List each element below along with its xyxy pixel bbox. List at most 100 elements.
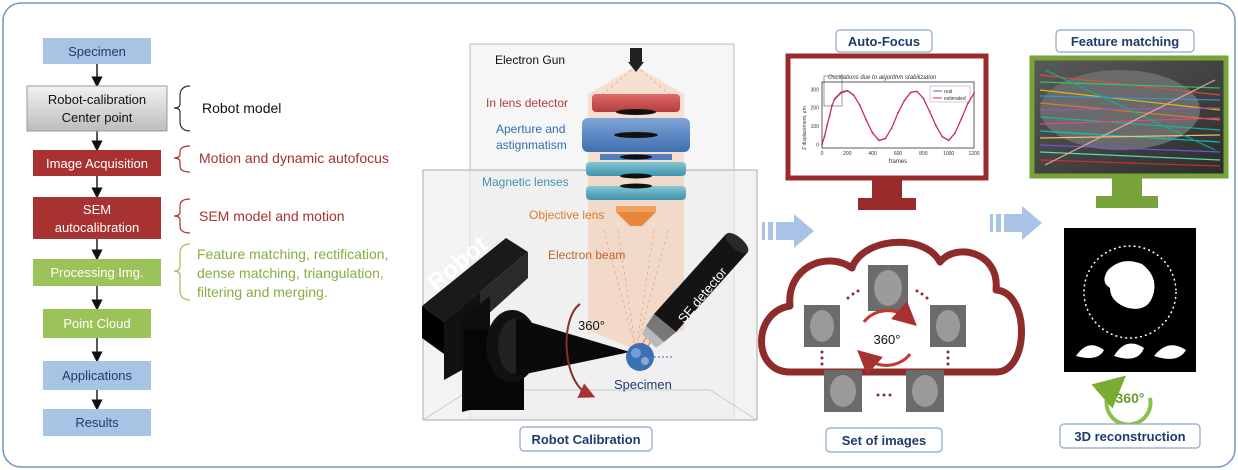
chart-ytick: 300 [811, 87, 820, 93]
annotation-sem-model: SEM model and motion [199, 208, 345, 224]
chart-ytick: 100 [811, 124, 820, 130]
set-of-images-caption: Set of images [842, 433, 927, 448]
feature-matching-title-box [1055, 29, 1195, 53]
rotation-arrow-icon [565, 303, 596, 398]
brace-motion [173, 145, 191, 173]
series-point-estimated [831, 104, 834, 106]
series-point-estimated [884, 137, 887, 140]
label-magnetic-lenses: Magnetic lenses [482, 175, 569, 189]
series-point-estimated [840, 92, 842, 94]
autofocus-title: Auto-Focus [848, 34, 920, 49]
feature-matching-stand [1096, 196, 1158, 208]
label-aperture-line1: Aperture and [496, 122, 565, 136]
flow-step-processing: Processing Img. [50, 265, 143, 280]
chart-xtick: 800 [919, 151, 928, 157]
series-point-estimated [823, 135, 826, 137]
series-point-estimated [903, 99, 906, 102]
annotation-processing-line2: dense matching, triangulation, [197, 265, 384, 281]
flow-step-results: Results [75, 415, 119, 430]
series-point-estimated [947, 139, 950, 142]
robot-calibration-caption: Robot Calibration [531, 432, 640, 447]
sem-image-thumbnails [804, 265, 966, 412]
annotation-motion: Motion and dynamic autofocus [199, 150, 389, 166]
se-detector-icon [637, 232, 749, 355]
flow-step-applications: Applications [62, 368, 133, 383]
magnetic-lens-upper-icon [586, 162, 686, 176]
chart-xtick: 1000 [943, 151, 954, 157]
chart-yticks: 0 100 200 300 [811, 87, 820, 148]
series-point-estimated [954, 132, 956, 134]
series-point-estimated [935, 124, 937, 127]
autofocus-title-box [835, 29, 933, 53]
series-point-estimated [928, 110, 931, 113]
flow-box-specimen [43, 38, 151, 64]
label-electron-gun: Electron Gun [495, 53, 565, 67]
label-in-lens-detector: In lens detector [486, 96, 568, 110]
chart-legend: real estimated [929, 85, 971, 103]
flow-box-results [43, 409, 151, 436]
arrow-to-feature-matching-icon [990, 206, 1042, 240]
chart-ytick: 200 [811, 106, 820, 112]
chart-series-group [821, 89, 975, 146]
arrow-to-autofocus-icon [762, 214, 814, 248]
label-aperture-line2: astignmatism [496, 138, 567, 152]
chart-plot-area [821, 81, 975, 149]
legend-estimated: estimated [944, 96, 966, 102]
image-cloud: 360° Set of images [758, 238, 1025, 453]
series-point-estimated [909, 91, 912, 94]
flow-step-specimen: Specimen [68, 44, 126, 59]
reconstruction-caption-box [1059, 423, 1201, 449]
legend-real: real [944, 89, 952, 95]
series-point-estimated [941, 135, 944, 138]
robot-arm-icon [422, 238, 630, 412]
label-specimen: Specimen [614, 377, 672, 392]
reconstruction-caption: 3D reconstruction [1074, 429, 1185, 444]
brace-processing [173, 243, 191, 301]
annotation-robot-model: Robot model [202, 100, 281, 116]
series-point-estimated [890, 127, 893, 130]
series-point-estimated [826, 124, 828, 126]
series-point-estimated [966, 102, 969, 105]
series-point-estimated [865, 119, 868, 122]
brace-sem-model [173, 198, 191, 234]
flow-box-sem-autocalibration [33, 197, 161, 239]
series-point-estimated [960, 118, 963, 120]
chart-xtick: 600 [894, 151, 903, 157]
series-point-estimated [916, 90, 918, 93]
chart-xtick: 0 [821, 151, 824, 157]
set-of-images-caption-box [825, 427, 943, 453]
label-electron-beam: Electron beam [548, 248, 625, 262]
flow-step-robot-calibration: Robot-calibration [48, 92, 146, 107]
label-objective-lens: Objective lens [529, 208, 604, 222]
sem-schematic: Electron Gun In lens detector Aperture a… [422, 43, 758, 452]
series-point-estimated [859, 104, 861, 107]
series-point-estimated [833, 98, 836, 101]
chart-xticks: 0 200 400 600 800 1000 1200 [821, 151, 980, 157]
flow-step-image-acquisition: Image Acquisition [46, 156, 148, 171]
objective-lens-icon [616, 212, 656, 226]
series-point-estimated [922, 97, 925, 100]
annotation-processing-line3: filtering and merging. [197, 284, 328, 300]
flow-box-processing [33, 259, 161, 286]
chart-ylabel: Z displacement, μm [802, 106, 808, 150]
feature-matching-monitor: Feature matching [1029, 29, 1229, 208]
flow-step-autocalibration: autocalibration [55, 220, 140, 235]
series-point-estimated [878, 139, 880, 142]
chart-xtick: 400 [868, 151, 877, 157]
feature-matching-title: Feature matching [1071, 34, 1179, 49]
cycle-arrow-top-icon [862, 301, 917, 326]
autofocus-screen [785, 53, 989, 181]
brace-robot-model [173, 85, 191, 132]
cycle-arrow-bottom-icon [857, 350, 912, 375]
reconstructed-specimen [1104, 261, 1155, 309]
annotation-processing-line1: Feature matching, rectification, [197, 246, 388, 262]
cloud-rotation-label: 360° [874, 332, 901, 347]
feature-lines [1040, 70, 1220, 166]
autofocus-chart: Oscillations due to algorithm stabilizat… [802, 75, 980, 165]
chart-xlabel: frames [889, 159, 907, 165]
series-point-estimated [852, 94, 855, 97]
chart-xtick: 200 [843, 151, 852, 157]
camera-ring [1083, 245, 1177, 339]
flow-step-center-point: Center point [62, 110, 133, 125]
